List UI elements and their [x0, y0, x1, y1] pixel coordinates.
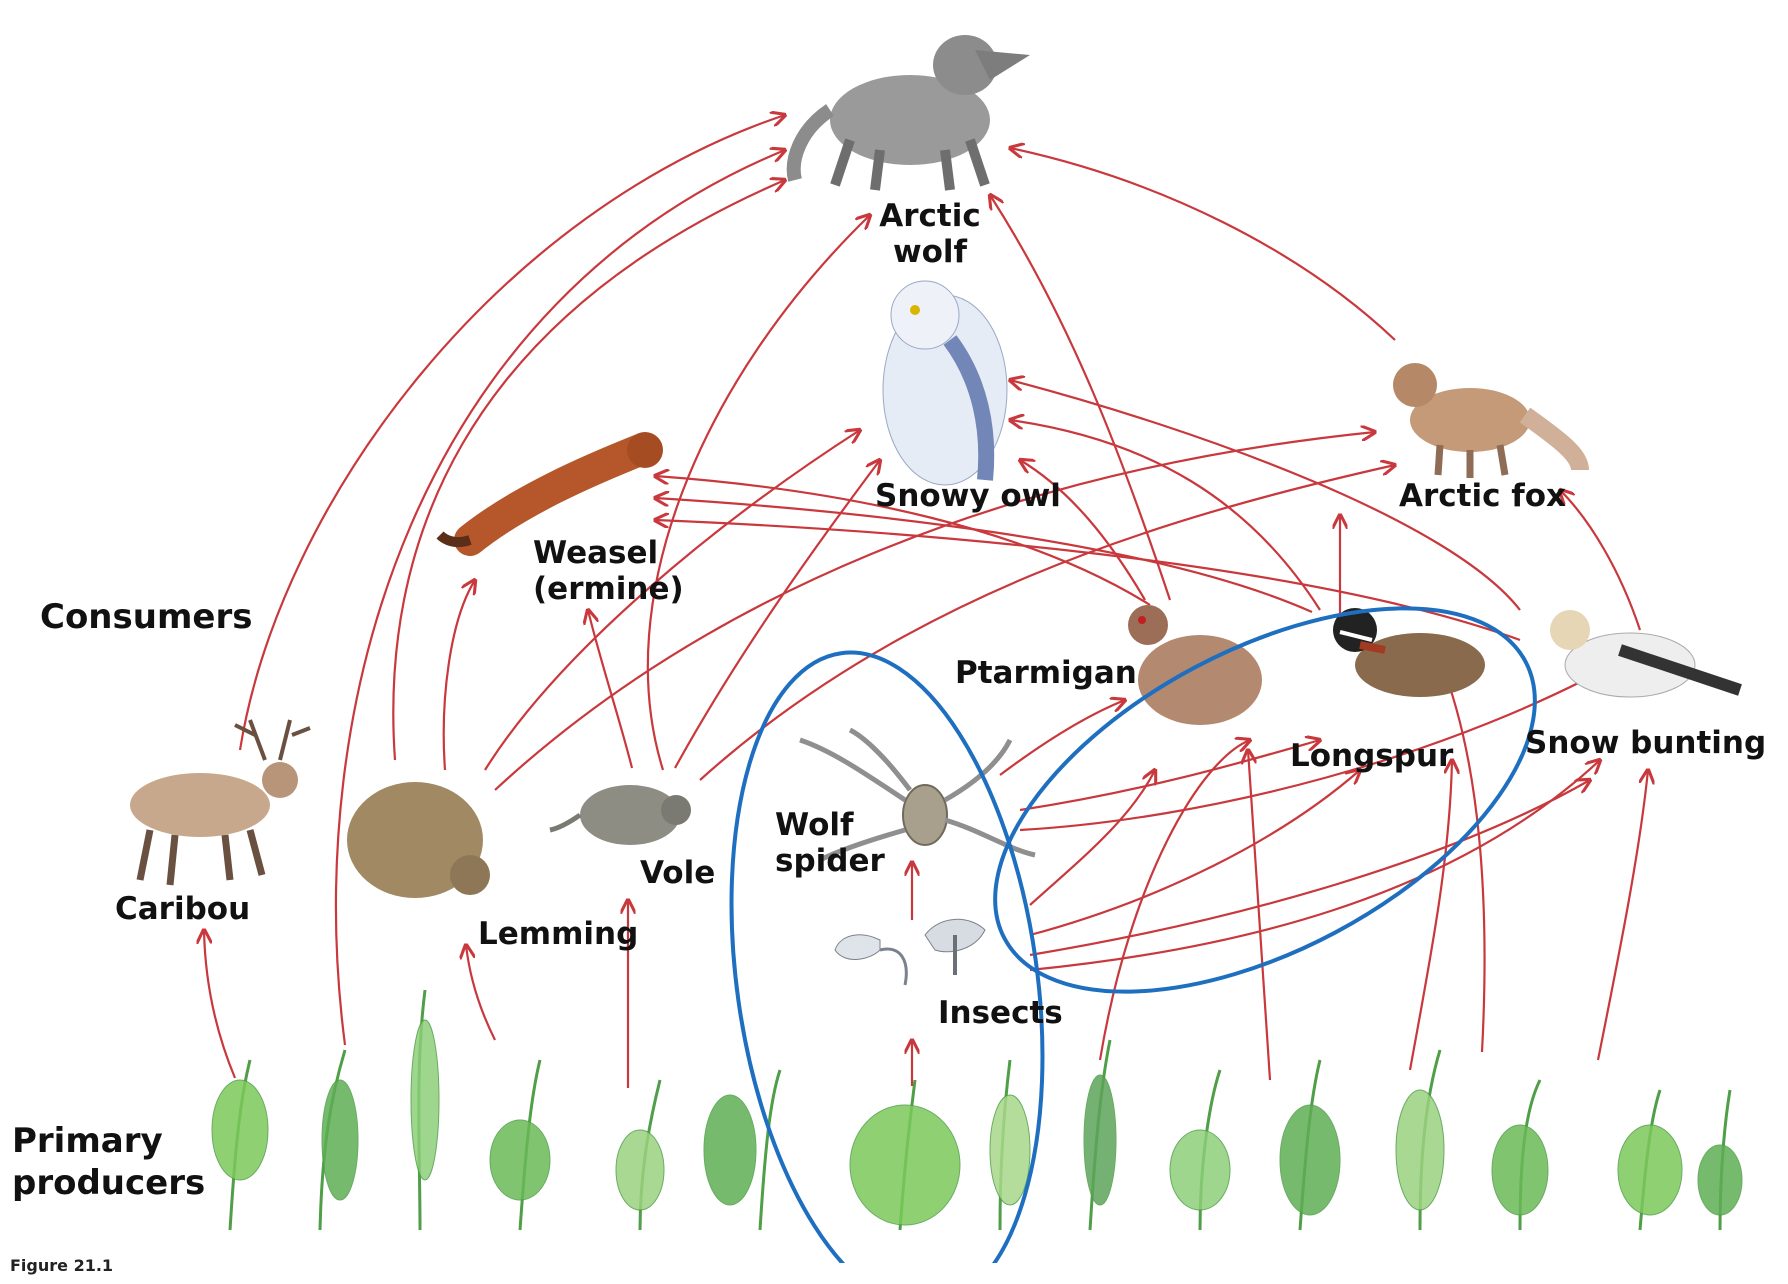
label-caribou: Caribou — [115, 891, 250, 927]
figure-caption: Figure 21.1 — [10, 1248, 113, 1284]
vole-icon — [550, 785, 691, 845]
label-arctic-wolf-text: Arctic wolf — [879, 198, 980, 270]
owl-icon — [883, 281, 1007, 485]
label-ptarmigan: Ptarmigan — [955, 655, 1137, 691]
insects-icon — [835, 919, 985, 985]
label-primary-producers: Primary producers — [12, 1120, 205, 1204]
label-arctic-wolf: Arctic wolf — [879, 198, 980, 270]
label-weasel: Weasel (ermine) — [533, 535, 684, 607]
label-lemming: Lemming — [478, 916, 638, 952]
label-wolf-spider: Wolf spider — [775, 807, 885, 879]
weasel-icon — [440, 432, 663, 542]
caribou-icon — [130, 720, 310, 885]
fox-icon — [1393, 363, 1580, 478]
label-longspur: Longspur — [1290, 738, 1453, 774]
label-snow-bunting: Snow bunting — [1525, 725, 1766, 761]
label-insects: Insects — [938, 995, 1063, 1031]
label-snowy-owl: Snowy owl — [875, 478, 1061, 514]
lemming-icon — [347, 782, 490, 898]
ptarmigan-icon — [1128, 605, 1262, 725]
label-vole: Vole — [640, 855, 715, 891]
snow-bunting-icon — [1550, 610, 1740, 697]
wolf-icon — [794, 35, 1030, 190]
label-arctic-fox: Arctic fox — [1399, 478, 1566, 514]
label-consumers: Consumers — [40, 596, 252, 638]
